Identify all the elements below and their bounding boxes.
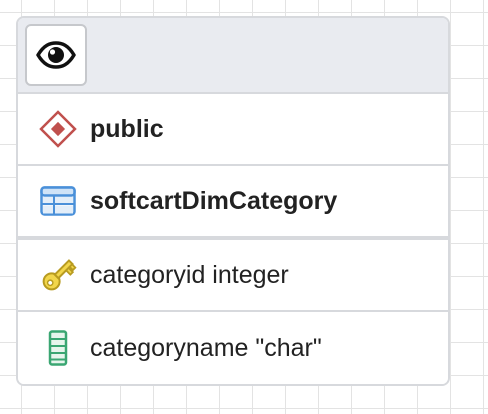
column-label: categoryname "char" (90, 333, 322, 362)
column-row-categoryname[interactable]: categoryname "char" (18, 312, 448, 384)
eye-icon (36, 41, 76, 69)
table-name: softcartDimCategory (90, 186, 338, 215)
view-toggle-button[interactable] (25, 24, 87, 86)
schema-name: public (90, 114, 164, 143)
key-icon (38, 255, 78, 295)
column-label: categoryid integer (90, 260, 289, 289)
card-header (18, 18, 448, 94)
schema-row[interactable]: public (18, 94, 448, 166)
column-icon (38, 328, 78, 368)
column-row-categoryid[interactable]: categoryid integer (18, 240, 448, 312)
table-grid-icon (38, 181, 78, 221)
schema-diamond-icon (38, 109, 78, 149)
table-row[interactable]: softcartDimCategory (18, 166, 448, 240)
table-card[interactable]: public softcartDimCategory (16, 16, 450, 386)
